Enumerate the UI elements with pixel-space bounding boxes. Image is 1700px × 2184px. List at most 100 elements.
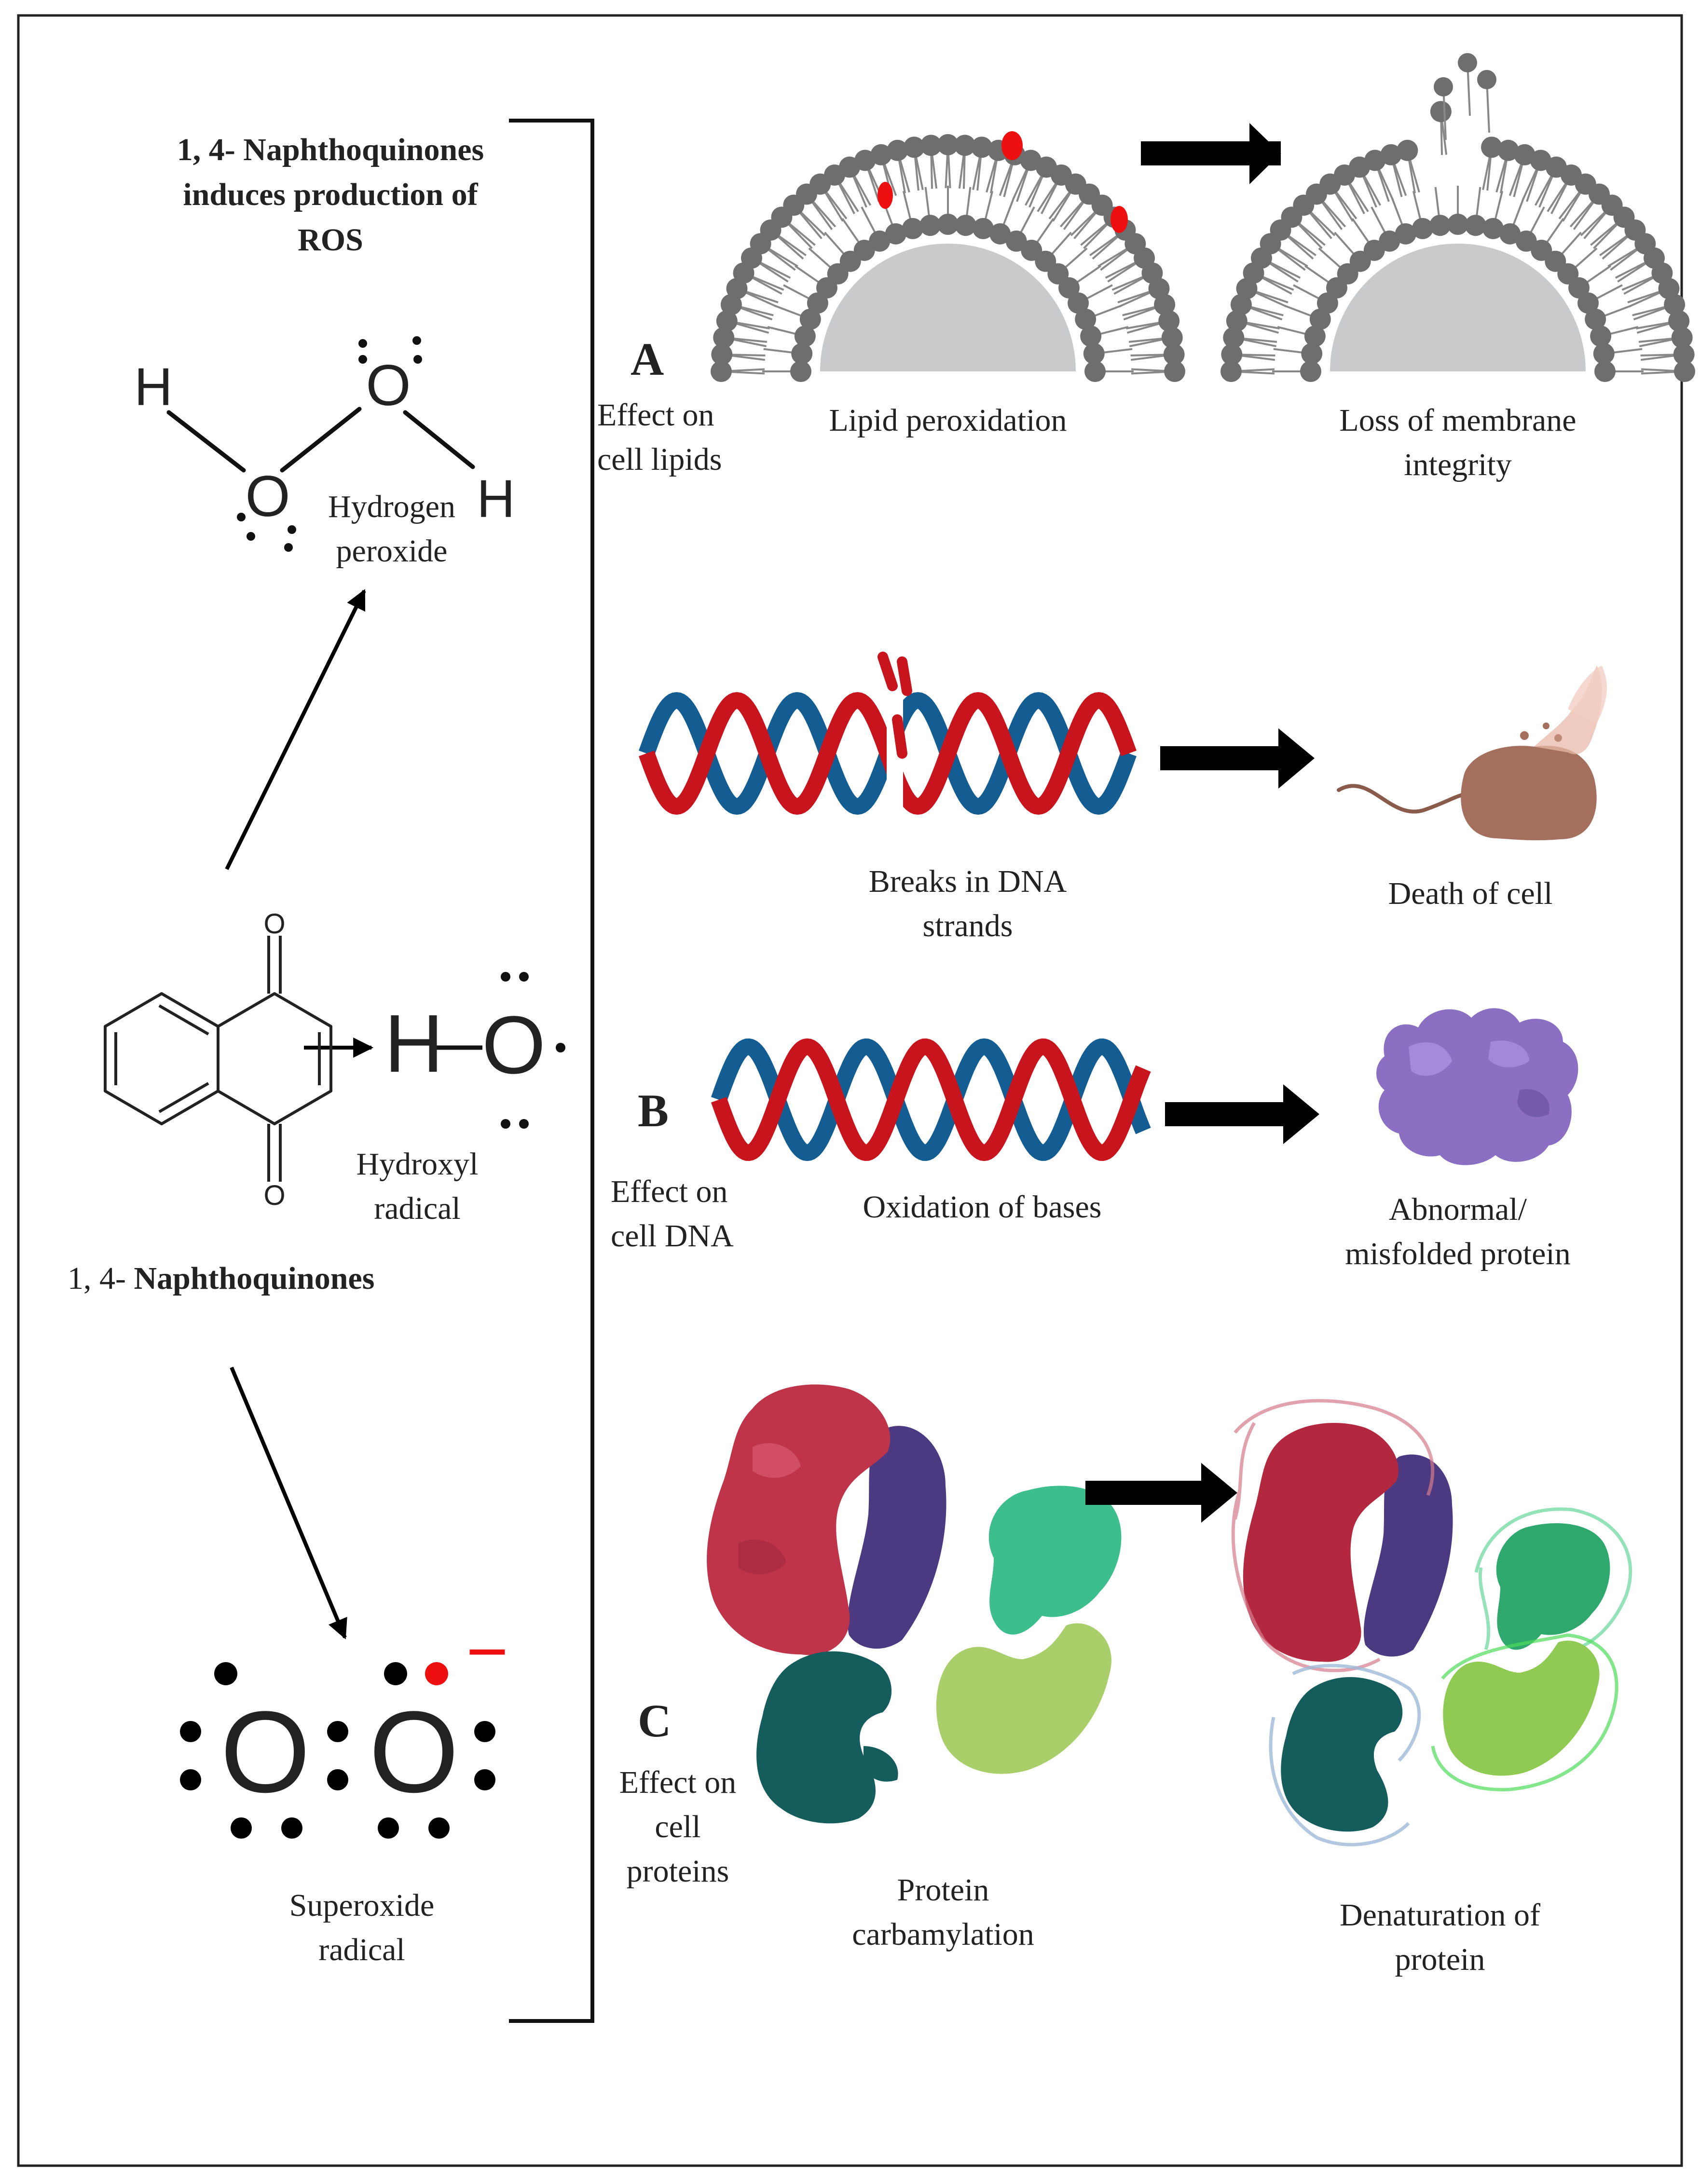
lipid-head [1080,326,1102,347]
naphthoquinone-o-bottom: O [263,1180,285,1211]
h2o2-atom-h2: H [477,469,515,529]
hydroxyl-formula-o: O [482,999,546,1091]
arrow-dna-break-head [1278,728,1315,789]
lipid-head [1577,292,1599,314]
dna-fragment [892,714,907,759]
lipid-head [713,327,735,348]
lipid-head [807,292,828,314]
lipid-head [887,139,908,161]
lipid-head [1304,326,1326,347]
h2o2-atom-o2: O [245,464,290,529]
misfolded-protein-label-line1: Abnormal/ [1389,1192,1527,1227]
lipid-head [1465,215,1486,236]
lipid-head [1658,278,1680,300]
hydrogen-peroxide-lone-pairs [237,336,422,552]
lipid-head [1379,230,1400,252]
section-c-effect-line2: cell [655,1809,701,1844]
hydrogen-peroxide-label-line2: peroxide [336,533,448,569]
lipid-head [1220,361,1242,382]
ros-title-line3: ROS [298,222,363,258]
lipid-head [794,326,816,347]
lipid-head [1154,294,1176,315]
lipid-head [1515,230,1537,252]
superoxide-charge: − [466,1611,508,1692]
lipid-head [1300,361,1321,382]
lipid-peroxidation-label: Lipid peroxidation [829,403,1067,438]
superoxide-label-line2: radical [318,1932,405,1967]
lipid-head [1594,361,1616,382]
lipid-head [870,144,892,165]
lipid-head [1397,139,1418,161]
lipid-head [1434,77,1453,96]
lipid-head [1568,277,1590,299]
lipid-head [1664,294,1686,315]
lipid-head [1226,310,1248,332]
section-a-effect-line2: cell lipids [597,442,722,477]
lipid-head [1380,144,1402,165]
arrow-dna-oxidation-head [1283,1084,1319,1144]
lipid-head [791,343,813,365]
arrow-carbamylation-head [1201,1463,1237,1523]
cell-death-label: Death of cell [1388,876,1553,911]
lipid-head [1316,292,1338,314]
lipid-head [869,230,891,252]
lipid-head [1499,223,1521,245]
lipid-head [1068,292,1089,314]
lipid-head [954,135,976,156]
lipid-head [1161,327,1183,348]
dna-helix-broken [639,652,1137,826]
lipid-head [1058,277,1080,299]
ros-title-line2: induces production of [183,177,478,212]
lipid-head [1148,278,1170,300]
section-c-effect-line1: Effect on [619,1765,737,1800]
lipid-head [989,223,1011,245]
hydrogen-peroxide-structure [166,407,475,473]
protein-group-denatured [1231,1399,1632,1846]
section-b-effect-line1: Effect on [611,1174,728,1209]
h2o2-atom-o1: O [366,353,411,418]
membrane-loss-label-line1: Loss of membrane [1339,403,1577,438]
lipid-head [1497,139,1519,161]
lipid-head [716,310,738,332]
lipid-head [799,308,821,330]
naphthoquinone-label: 1, 4- Naphthoquinones [68,1256,374,1301]
lipid-head [853,239,875,261]
arrow-to-superoxide [230,1366,347,1639]
ros-title-line1: 1, 4- Naphthoquinones [177,132,484,167]
superoxide-label-line1: Superoxide [289,1888,435,1923]
dna-helix-oxidized [711,1038,1151,1161]
naphthoquinone-label-bold: Naphthoquinones [134,1261,375,1296]
lipid-head [1430,101,1452,123]
section-c-letter: C [638,1695,672,1747]
naphthoquinone-o-top: O [263,908,285,940]
base-oxidation-label: Oxidation of bases [863,1189,1102,1225]
lipid-head [1514,144,1535,165]
section-a-letter: A [631,333,664,385]
figure-border [17,14,1683,2167]
lipid-head [1075,308,1097,330]
lipid-head [854,150,876,171]
naphthoquinone-label-prefix: 1, 4- [68,1261,134,1296]
lipid-head [885,223,906,245]
membrane-core [1330,244,1586,371]
lipid-head [1671,327,1693,348]
lipid-head [1481,136,1503,158]
lipid-head [937,134,959,155]
lipid-membrane-intact [711,134,1185,382]
h2o2-atom-h1: H [134,357,172,417]
denaturation-label-line2: protein [1395,1942,1485,1977]
lipid-head [1230,294,1252,315]
protein-group-intact [707,1384,1122,1824]
lipid-head [920,135,942,156]
lipid-head [955,215,976,236]
hydroxyl-formula-h: H [384,998,444,1090]
lipid-head [1084,361,1106,382]
lipid-head [1163,343,1185,365]
lipid-head [1364,150,1386,171]
dna-fragment [897,656,912,696]
lipid-head [1447,214,1468,235]
lipid-head [1482,218,1504,239]
lipid-head [903,136,925,158]
lipid-head [711,361,732,382]
lipid-head [1674,361,1695,382]
